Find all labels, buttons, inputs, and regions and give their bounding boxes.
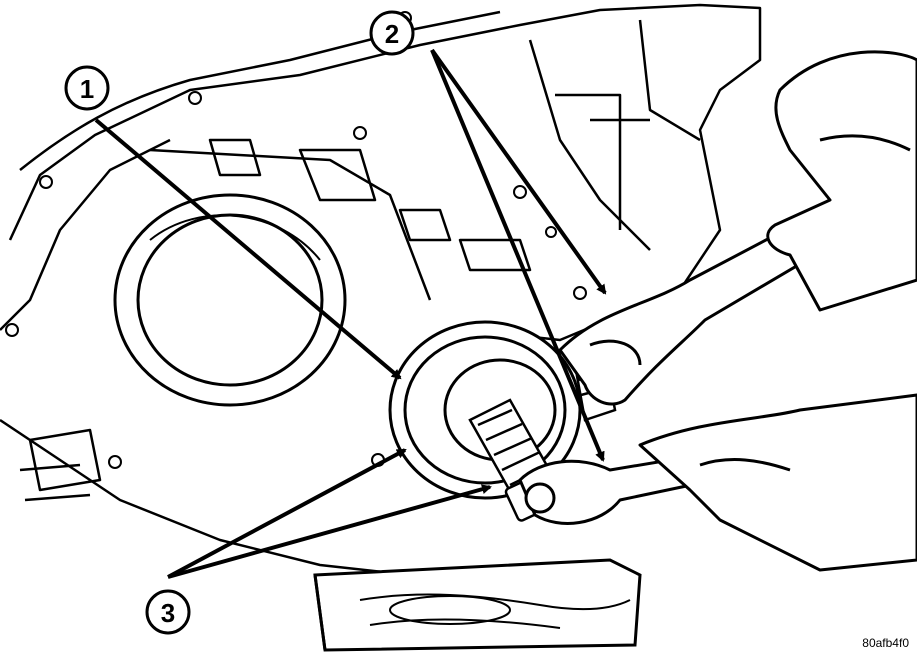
callout-2-label: 2 — [385, 19, 399, 49]
arrow-2a — [430, 48, 607, 295]
arrow-2b — [430, 49, 605, 462]
arrow-3b — [167, 484, 492, 579]
transmission-housing — [0, 3, 762, 577]
callout-1: 1 — [64, 65, 110, 111]
case-bore — [113, 193, 347, 407]
callout-3-label: 3 — [161, 598, 175, 628]
hands — [638, 50, 917, 572]
wood-block — [313, 558, 642, 652]
arrow-1 — [94, 118, 402, 380]
callout-2: 2 — [369, 10, 415, 56]
figure-code: 80afb4f0 — [862, 636, 909, 650]
arrow-3a — [167, 448, 407, 579]
callout-arrows — [94, 48, 607, 579]
callout-3: 3 — [145, 589, 191, 635]
callout-1-label: 1 — [80, 74, 94, 104]
